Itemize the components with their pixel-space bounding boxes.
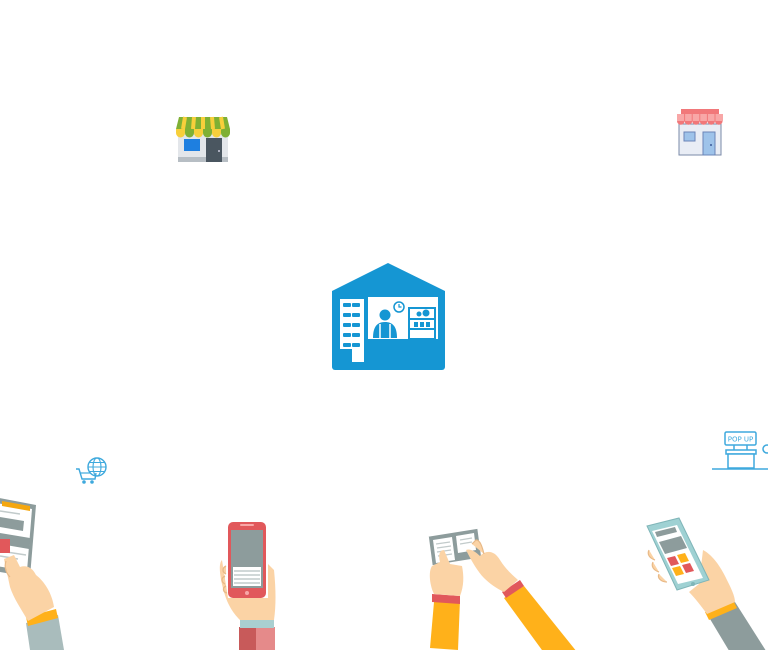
globe-shopping-cart-icon [75,456,109,486]
warehouse-clerk-icon [331,263,446,371]
hand-holding-red-phone-icon [218,520,280,650]
hands-holding-card-icon [420,520,585,650]
green-awning-store-icon [175,113,231,163]
popup-stand-icon: POP UP [710,431,768,471]
hand-holding-teal-phone-icon [645,514,768,650]
pink-awning-store-icon [675,108,725,156]
hand-holding-tablet-icon [0,495,70,650]
popup-sign-text: POP UP [728,436,754,444]
